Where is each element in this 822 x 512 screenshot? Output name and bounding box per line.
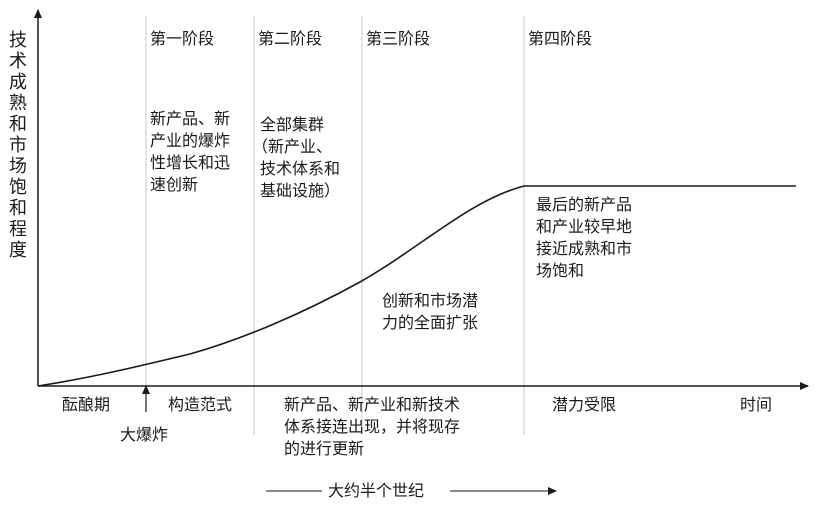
stage-1-line: 速创新	[150, 175, 199, 194]
y-axis-label: 技术成熟和市场饱和程度	[9, 30, 27, 261]
stage-2-title: 第二阶段	[258, 29, 323, 48]
stage-1-line: 新产品、新	[150, 109, 231, 128]
emergence-line: 的进行更新	[284, 439, 365, 458]
stage-3-line: 力的全面扩张	[382, 313, 479, 332]
duration-label: 大约半个世纪	[328, 481, 425, 500]
stage-2-line: 全部集群	[260, 115, 325, 134]
gestation-label: 酝酿期	[62, 395, 111, 414]
x-axis-label: 时间	[740, 395, 773, 414]
stage-1-line: 产业的爆炸	[150, 131, 231, 150]
stage-4-line: 和产业较早地	[536, 217, 633, 236]
stage-4-line: 接近成熟和市	[536, 239, 633, 258]
emergence-line: 新产品、新产业和新技术	[284, 395, 461, 414]
stage-1-line: 性增长和迅	[150, 153, 231, 172]
stage-2-line: （新产业、	[252, 137, 333, 156]
stage-1-title: 第一阶段	[150, 29, 215, 48]
paradigm-label: 构造范式	[168, 395, 233, 414]
stage-4-line: 场饱和	[536, 261, 585, 280]
s-curve	[37, 185, 796, 387]
stage-2-line: 基础设施）	[260, 181, 341, 200]
limited-potential-label: 潜力受限	[552, 395, 617, 414]
emergence-line: 体系接连出现，并将现存	[284, 417, 461, 436]
stage-2-line: 技术体系和	[260, 159, 341, 178]
stage-3-title: 第三阶段	[366, 29, 431, 48]
stage-4-title: 第四阶段	[528, 29, 593, 48]
stage-3-line: 创新和市场潜	[382, 291, 479, 310]
big-bang-label: 大爆炸	[120, 425, 169, 444]
stage-4-line: 最后的新产品	[536, 195, 633, 214]
